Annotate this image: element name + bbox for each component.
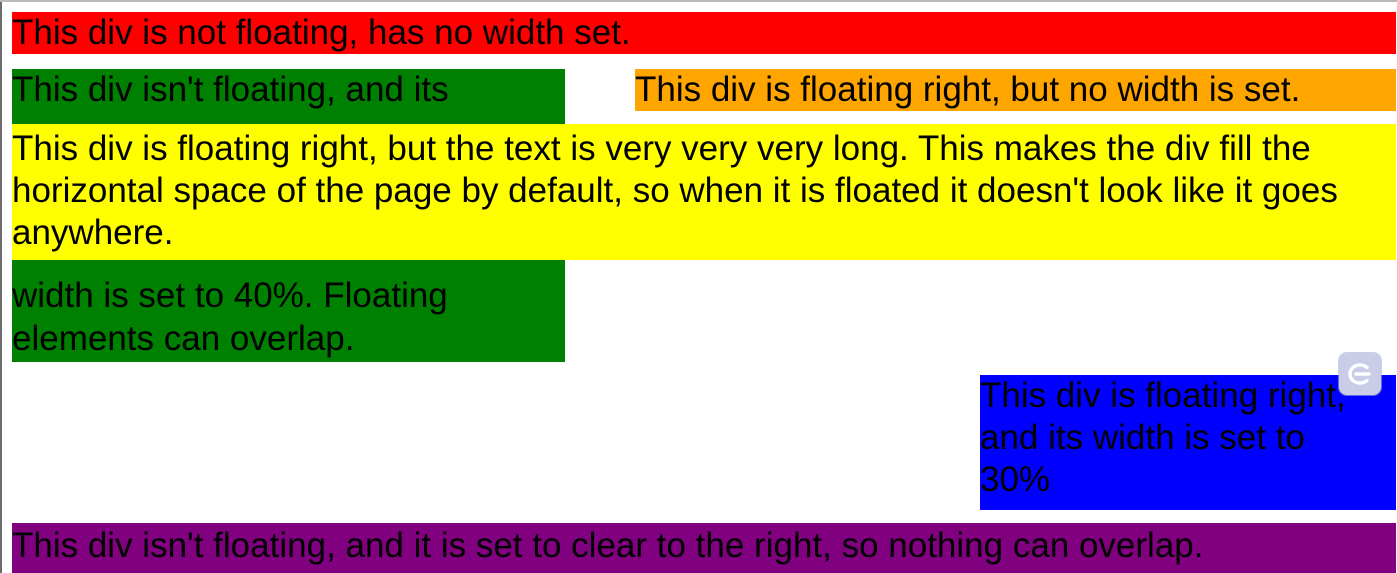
orange-floating-right-div: This div is floating right, but no width… [635, 69, 1396, 111]
extension-button-icon [1348, 363, 1371, 385]
green-div-text-line-1: This div isn't floating, and its [12, 70, 449, 109]
purple-clear-right-div: This div isn't floating, and it is set t… [12, 523, 1396, 573]
window-frame-top [0, 0, 1397, 2]
red-not-floating-div: This div is not floating, has no width s… [12, 12, 1396, 54]
extension-button[interactable] [1339, 353, 1381, 395]
orange-div-text: This div is floating right, but no width… [635, 70, 1301, 109]
blue-30-percent-floating-div: This div is floating right, and its widt… [980, 375, 1396, 510]
green-div-text-line-3: elements can overlap. [12, 319, 355, 358]
green-div-text-line-2: width is set to 40%. Floating [12, 276, 448, 315]
window-frame-left [0, 0, 2, 573]
yellow-div-text: This div is floating right, but the text… [12, 129, 1338, 252]
blue-div-text: This div is floating right, and its widt… [980, 376, 1346, 499]
yellow-floating-right-long-div: This div is floating right, but the text… [12, 124, 1396, 260]
purple-div-text: This div isn't floating, and it is set t… [12, 526, 1204, 565]
red-div-text: This div is not floating, has no width s… [12, 13, 631, 52]
